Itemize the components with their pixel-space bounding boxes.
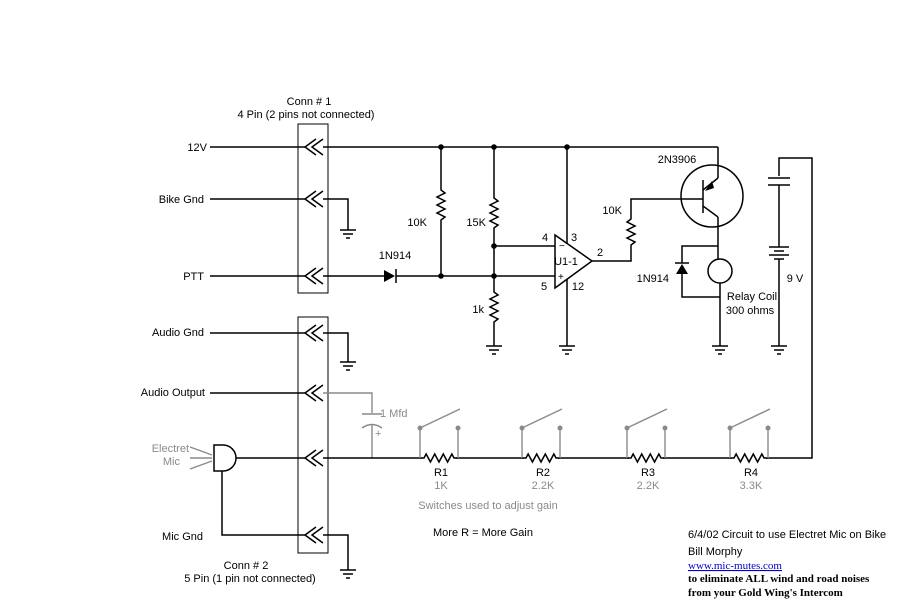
pin-mic-gnd	[303, 526, 324, 544]
credits-line1: 6/4/02 Circuit to use Electret Mic on Bi…	[688, 529, 886, 541]
battery-9v: 9 V	[768, 157, 813, 459]
ground-audio	[323, 332, 356, 371]
pin-mic	[303, 449, 324, 467]
pin2-label: 2	[597, 247, 603, 259]
transistor-label: 2N3906	[658, 154, 697, 166]
gain-resistor-value: 1K	[434, 480, 448, 492]
svg-text:+: +	[558, 272, 564, 283]
gain-resistor-value: 2.2K	[532, 480, 555, 492]
pin-ptt	[303, 267, 324, 285]
ground-bike	[323, 198, 356, 239]
pin-12v	[303, 138, 324, 156]
conn2-title: Conn # 2	[224, 560, 269, 572]
pin-audio-output	[303, 384, 324, 402]
conn1-subtitle: 4 Pin (2 pins not connected)	[238, 109, 375, 121]
gain-resistor-R3	[627, 452, 665, 464]
connector-pins	[303, 138, 324, 544]
label-12v: 12V	[187, 142, 207, 154]
cap-plus: +	[375, 428, 381, 440]
opamp-label: U1-1	[554, 256, 578, 268]
opamp-u1-1: U1-1 − + 4 3 2 5 12	[541, 147, 603, 355]
label-audio-output: Audio Output	[141, 387, 205, 399]
diode-relay-label: 1N914	[637, 273, 669, 285]
resistor-15k: 15K	[466, 147, 500, 246]
label-bike-gnd: Bike Gnd	[159, 194, 204, 206]
gain-stage-3: R32.2K	[624, 408, 668, 492]
connector-2: Conn # 2 5 Pin (1 pin not connected)	[184, 316, 329, 585]
transistor-2n3906: 2N3906	[658, 154, 744, 260]
gain-resistor-name: R2	[536, 467, 550, 479]
diode-1n914-ptt: 1N914	[379, 250, 411, 283]
conn2-subtitle: 5 Pin (1 pin not connected)	[184, 573, 315, 585]
gain-resistor-R2	[522, 452, 560, 464]
relay-coil: Relay Coil 300 ohms	[707, 258, 777, 355]
resistor-10k-base: 10K	[592, 198, 676, 262]
pin-audio-gnd	[303, 324, 324, 342]
label-mic: Mic	[163, 456, 181, 468]
svg-text:−: −	[559, 241, 565, 252]
cap-label: 1 Mfd	[380, 408, 408, 420]
pin5-label: 5	[541, 281, 547, 293]
relay-label-1: Relay Coil	[727, 291, 777, 303]
pin12-label: 12	[572, 281, 584, 293]
more-r-note: More R = More Gain	[433, 527, 533, 539]
resistor-1k: 1k	[472, 276, 502, 355]
gain-resistor-value: 3.3K	[740, 480, 763, 492]
credits-line4: from your Gold Wing's Intercom	[688, 587, 843, 599]
label-audio-gnd: Audio Gnd	[152, 327, 204, 339]
switches-note: Switches used to adjust gain	[418, 500, 557, 512]
r-1k-label: 1k	[472, 304, 484, 316]
pin3-label: 3	[571, 232, 577, 244]
connector-1: Conn # 1 4 Pin (2 pins not connected)	[238, 96, 375, 294]
gain-resistor-value: 2.2K	[637, 480, 660, 492]
capacitor-1mfd: 1 Mfd +	[323, 392, 408, 458]
gain-switch-4[interactable]	[729, 408, 771, 429]
diode-1n914-relay: 1N914	[637, 245, 720, 298]
resistor-10k-pullup: 10K	[407, 147, 447, 276]
diode-ptt-label: 1N914	[379, 250, 411, 262]
credits-url[interactable]: www.mic-mutes.com	[688, 560, 782, 572]
gain-resistor-name: R1	[434, 467, 448, 479]
credits-author: Bill Morphy	[688, 546, 743, 558]
battery-label: 9 V	[787, 273, 804, 285]
label-mic-gnd: Mic Gnd	[162, 531, 203, 543]
r-15k-label: 15K	[466, 217, 486, 229]
label-ptt: PTT	[183, 271, 204, 283]
gain-switch-3[interactable]	[626, 408, 668, 429]
gain-switch-2[interactable]	[521, 408, 563, 429]
credits-line3: to eliminate ALL wind and road noises	[688, 573, 870, 585]
gain-resistor-name: R3	[641, 467, 655, 479]
gain-resistor-name: R4	[744, 467, 758, 479]
gain-resistor-R4	[730, 452, 768, 464]
pin4-label: 4	[542, 232, 548, 244]
gain-resistor-R1	[420, 452, 458, 464]
r-10k-label: 10K	[407, 217, 427, 229]
label-electret: Electret	[152, 443, 189, 455]
gain-stage-4: R43.3K	[727, 408, 771, 492]
gain-stage-2: R22.2K	[519, 408, 563, 492]
electret-mic-symbol	[189, 444, 305, 536]
pin-bike-gnd	[303, 190, 324, 208]
ground-mic	[323, 534, 356, 579]
conn1-title: Conn # 1	[287, 96, 332, 108]
relay-label-2: 300 ohms	[726, 305, 775, 317]
gain-switch-1[interactable]	[419, 408, 461, 429]
r-10k-base-label: 10K	[602, 205, 622, 217]
